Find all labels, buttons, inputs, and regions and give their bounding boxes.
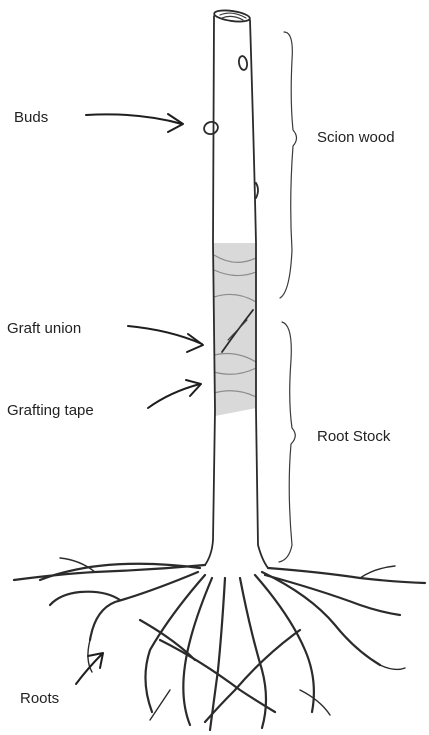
label-graft-union: Graft union: [7, 320, 81, 337]
root-mid-left-2: [183, 578, 212, 725]
root-fine-5: [150, 690, 170, 720]
bud-top: [238, 55, 248, 70]
root-left-lower-branch: [50, 592, 120, 605]
roots-arrow: [76, 653, 103, 684]
root-left-down: [90, 572, 198, 640]
root-fine-3: [380, 665, 405, 669]
buds-arrow: [86, 114, 183, 132]
label-root-stock: Root Stock: [317, 428, 391, 445]
scion-wood-bracket: [280, 32, 297, 298]
bud-lower: [256, 183, 258, 198]
root-left-main: [14, 565, 205, 580]
label-roots: Roots: [20, 690, 59, 707]
label-grafting-tape: Grafting tape: [7, 402, 94, 419]
trunk: [202, 9, 268, 568]
grafting-tape-arrow: [148, 380, 201, 408]
label-scion-wood: Scion wood: [317, 129, 395, 146]
root-right-down: [262, 572, 380, 665]
root-fine-2: [360, 566, 395, 578]
root-mid-right-1: [240, 578, 266, 728]
label-buds: Buds: [14, 109, 48, 126]
root-mid-right-2: [255, 575, 314, 712]
root-stock-bracket: [279, 322, 295, 562]
root-fine-4: [300, 690, 330, 715]
trunk-left-edge: [205, 16, 215, 565]
root-right-main: [268, 568, 425, 583]
bud-middle: [202, 120, 219, 136]
graft-union-arrow: [128, 326, 203, 352]
grafting-tape-band: [213, 243, 256, 416]
roots-drawing: [14, 558, 425, 730]
